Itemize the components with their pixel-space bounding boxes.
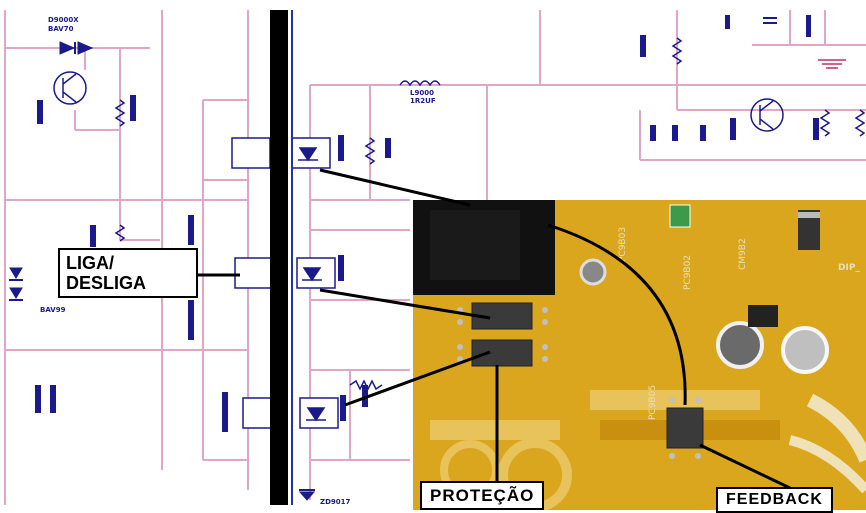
pcb-ic-c: PC9B05 <box>648 385 658 420</box>
top-diode-code: BAV70 <box>48 25 74 33</box>
zener-part: ZD9017 <box>320 498 350 506</box>
left-diode-code: BAV99 <box>40 306 66 314</box>
capacitors <box>763 17 777 24</box>
liga-desliga-label: LIGA/ DESLIGA <box>58 248 198 298</box>
pcb-ic-d: CM9B2 <box>738 238 748 270</box>
pcb-photo: DIP_ PC9B02 PC9B03 PC9B05 CM9B2 <box>413 200 866 510</box>
transistor-top-left <box>53 71 87 105</box>
schematic-text: D9000X BAV70 L9000 1R2UF BAV99 ZD9017 <box>40 16 436 506</box>
schematic-wires <box>4 10 866 505</box>
protecao-label: PROTEÇÃO <box>420 481 545 510</box>
transistor-top-right <box>750 98 784 132</box>
optocoupler-2 <box>234 257 336 289</box>
diode-top <box>59 41 94 55</box>
pcb-ic-b: PC9B03 <box>618 227 628 262</box>
optocoupler-3 <box>242 397 339 429</box>
inductor-value: 1R2UF <box>410 97 436 105</box>
inductor <box>399 80 441 87</box>
feedback-label: FEEDBACK <box>716 487 833 513</box>
isolation-bar <box>270 10 288 505</box>
ground-symbol <box>818 59 846 69</box>
pcb-dip-label: DIP_ <box>838 263 860 273</box>
zener-bottom <box>298 489 316 501</box>
connector-lines <box>183 168 791 490</box>
pcb-ic-a: PC9B02 <box>683 255 693 290</box>
diodes-left <box>9 267 23 301</box>
inductor-part: L9000 <box>410 89 434 97</box>
optocoupler-1 <box>231 137 331 169</box>
component-values <box>35 15 819 432</box>
top-diode-part: D9000X <box>48 16 79 24</box>
